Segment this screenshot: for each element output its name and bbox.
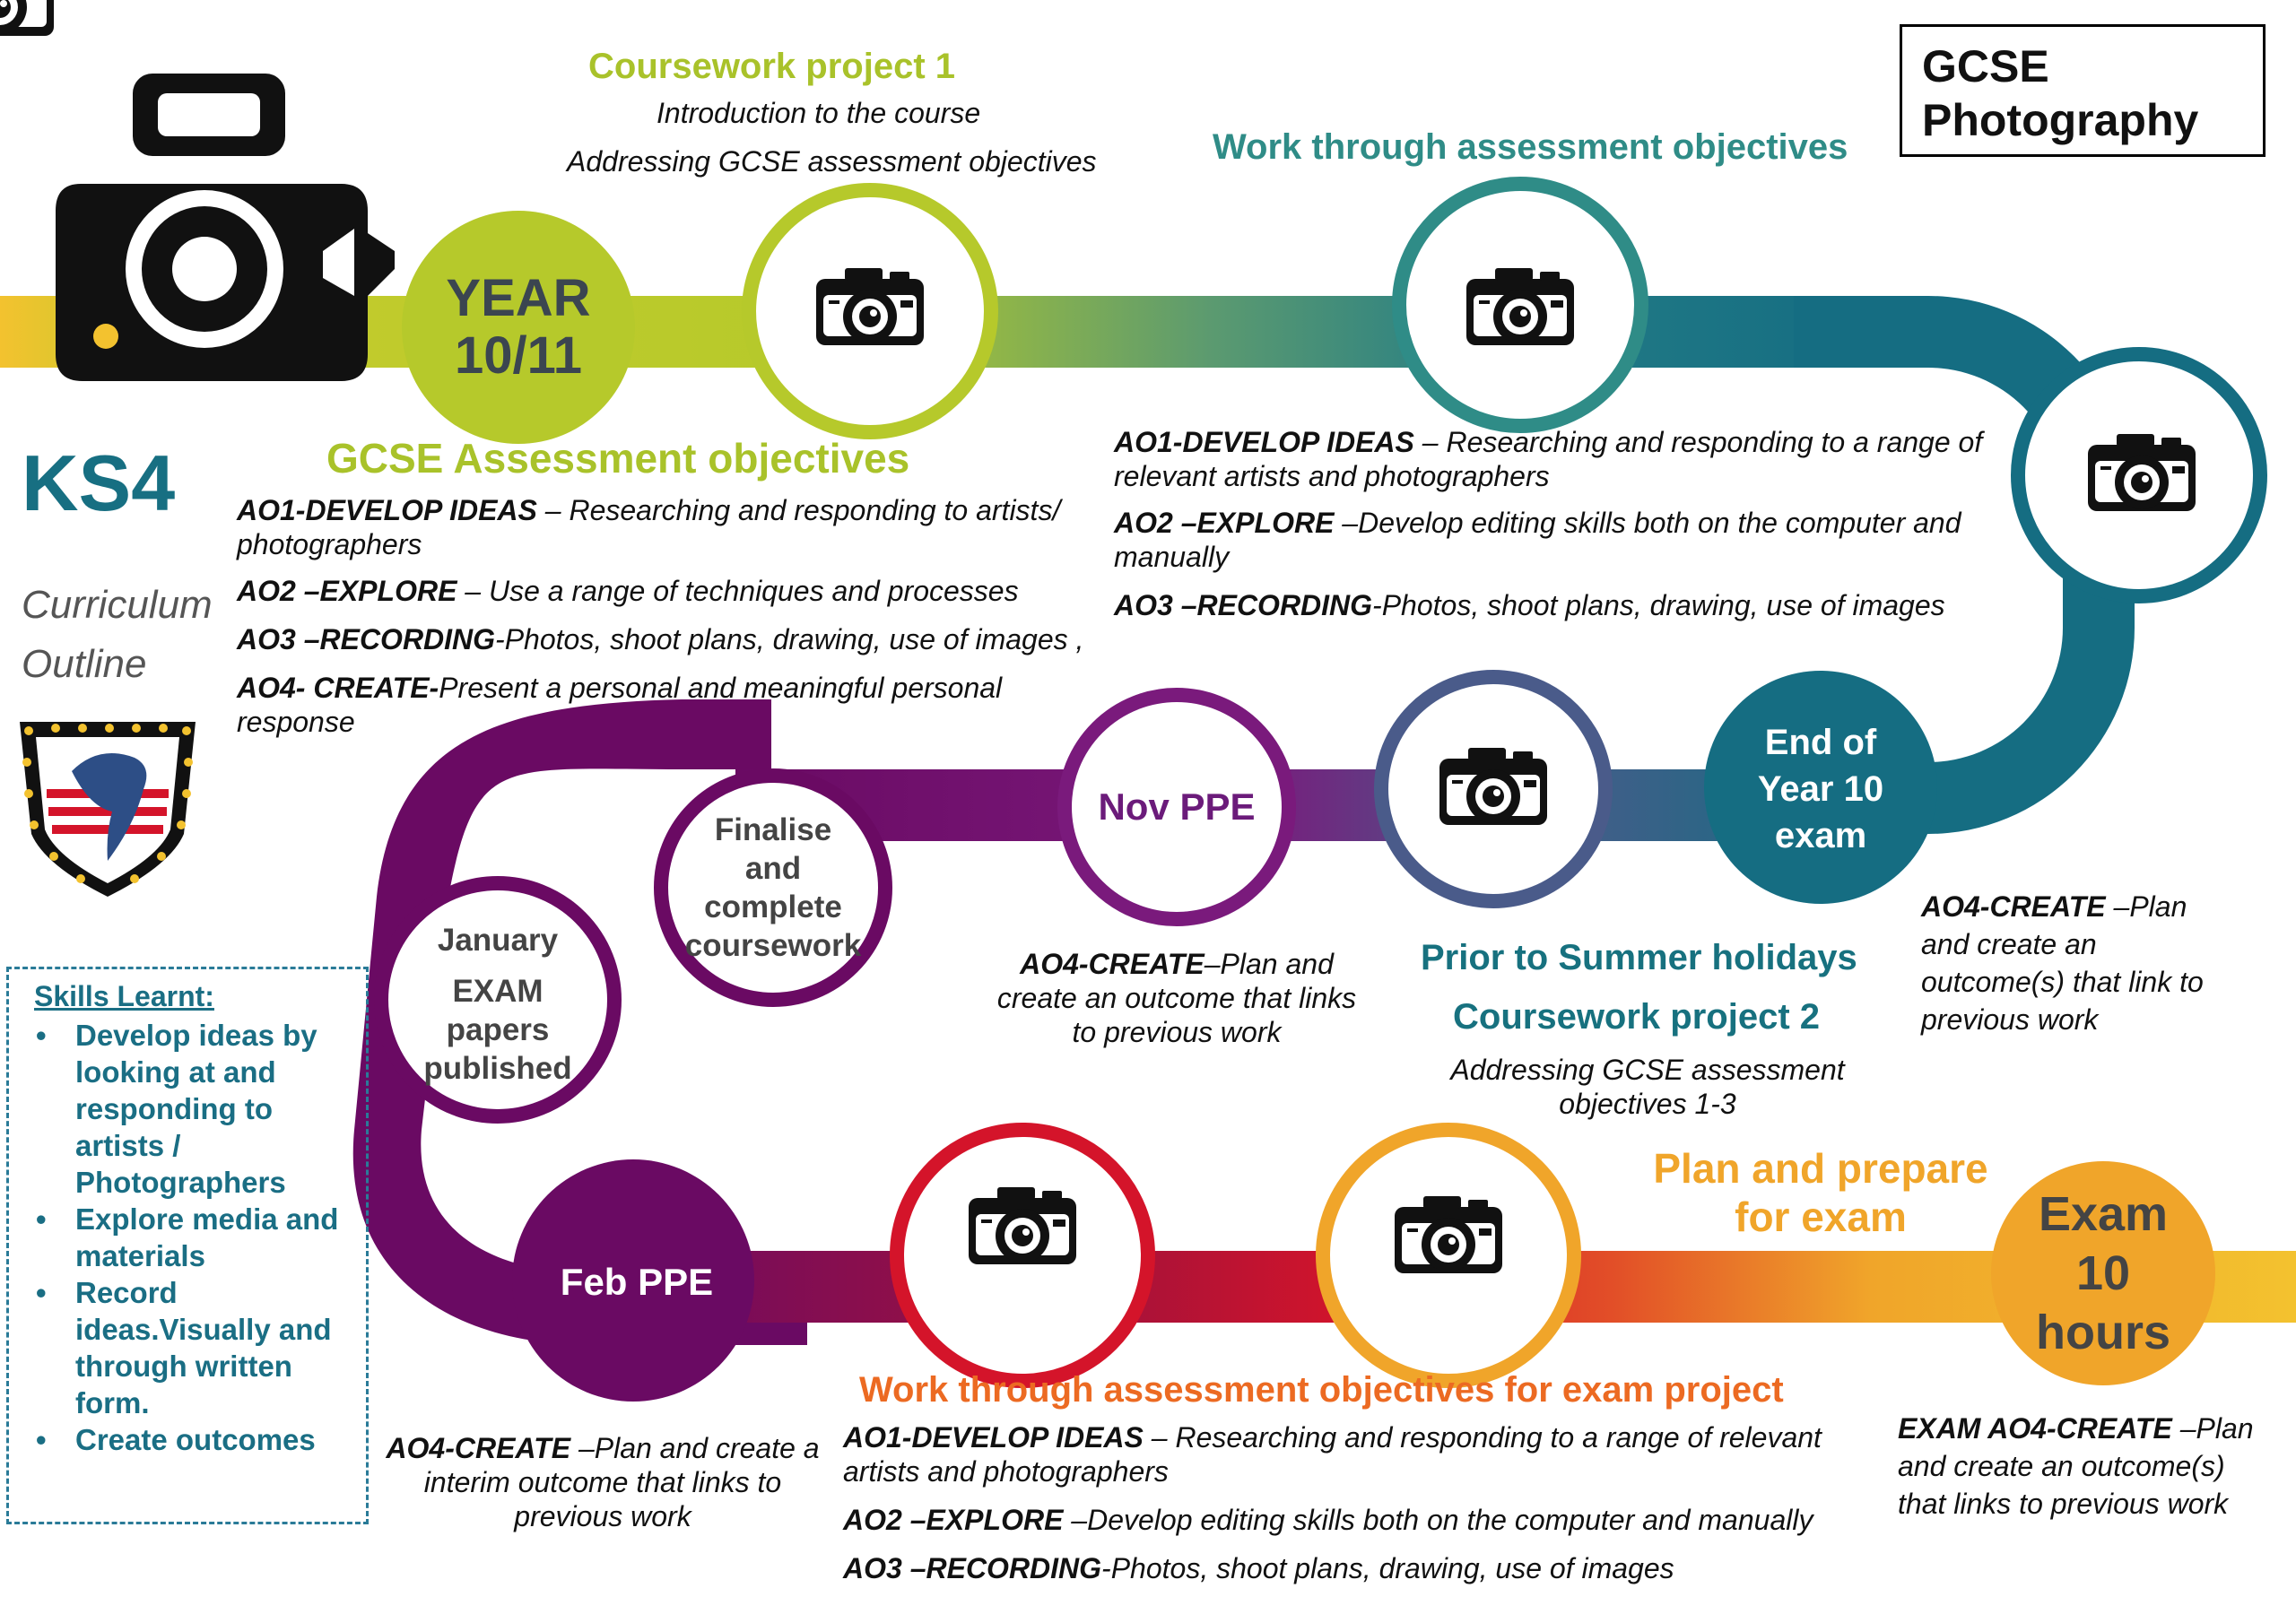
big-camera-icon [56,74,395,381]
gcse-ao-item-4: AO4- CREATE-Present a personal and meani… [237,672,1003,738]
end-y10-label: End of Year 10 exam [1757,723,1884,855]
gcse-ao-item-2: AO2 –EXPLORE – Use a range of techniques… [237,575,1019,607]
ks4-title: KS4 [22,438,176,527]
camera-icon-red [969,1187,1076,1264]
list-item: Explore media and materials [23,1201,352,1274]
list-item: Create outcomes [23,1421,352,1458]
camera-icon-cw1 [816,268,924,345]
ao4-end-y10: AO4-CREATE –Plan and create an outcome(s… [1921,890,2204,1036]
right-ao-item-3: AO3 –RECORDING-Photos, shoot plans, draw… [1114,589,1945,621]
feb-ppe-circle [512,1159,754,1402]
january-ring [374,876,622,1124]
ao4-nov: AO4-CREATE–Plan and create an outcome th… [996,948,1357,1048]
exam-project-heading: Work through assessment objectives for e… [859,1370,1784,1410]
finalise-label: Finalise and complete coursework [684,812,862,963]
prior-heading2: Coursework project 2 [1453,997,1821,1037]
gcse-ao-item-1: AO1-DEVELOP IDEAS – Researching and resp… [237,494,1061,560]
year-label: YEAR 10/11 [402,256,635,399]
skills-heading: Skills Learnt: [34,980,214,1012]
ks4-sub1: Curriculum [22,583,213,627]
right-ao-item-1: AO1-DEVELOP IDEAS – Researching and resp… [1114,426,1983,492]
feb-ppe-label: Feb PPE [560,1261,714,1303]
list-item: Develop ideas by looking at and respondi… [23,1017,352,1201]
exam-project-item-3: AO3 –RECORDING-Photos, shoot plans, draw… [843,1552,1674,1584]
year-line2: 10/11 [455,326,582,385]
gcse-ao-item-3: AO3 –RECORDING-Photos, shoot plans, draw… [237,623,1084,655]
plan-prepare-label: Plan and prepare for exam [1653,1145,1988,1240]
camera-icon-work-through [1466,268,1574,345]
cw1-line1: Introduction to the course [657,97,981,129]
title-box: GCSE Photography [1900,24,2266,157]
nov-ppe-ring [1057,688,1296,926]
exam-circle [1991,1161,2215,1385]
title-line1: GCSE [1922,41,2049,91]
skills-list: Develop ideas by looking at and respondi… [23,1017,352,1458]
title-line2: Photography [1922,95,2199,145]
cw1-heading: Coursework project 1 [588,47,956,86]
road-middle [735,769,1866,841]
prior-heading1: Prior to Summer holidays [1421,938,1857,977]
camera-icon-prior [1439,748,1547,825]
work-through-heading: Work through assessment objectives [1213,127,1848,167]
cw1-line2: Addressing GCSE assessment objectives [567,145,1097,178]
ao4-feb: AO4-CREATE –Plan and create a interim ou… [386,1432,820,1532]
gcse-ao-heading: GCSE Assessment objectives [326,435,910,482]
exam-ao4: EXAM AO4-CREATE –Plan and create an outc… [1898,1412,2254,1520]
exam-label: Exam 10 hours [2035,1187,2170,1359]
exam-project-item-1: AO1-DEVELOP IDEAS – Researching and resp… [843,1421,1822,1488]
prior-text: Addressing GCSE assessment objectives 1-… [1450,1054,1845,1120]
ks4-sub2: Outline [22,642,147,686]
end-y10-circle [1704,671,1937,904]
skills-box: Skills Learnt: Develop ideas by looking … [6,967,369,1524]
finalise-ring [654,768,892,1007]
january-label: January EXAM papers published [423,923,572,1086]
camera-icon [0,0,54,36]
school-crest-icon [20,722,196,897]
camera-icon-orange [1395,1196,1502,1273]
year-circle [402,211,635,444]
list-item: Record ideas.Visually and through writte… [23,1274,352,1421]
year-line1: YEAR [446,269,591,327]
camera-icon-right [2088,434,2196,511]
exam-project-item-2: AO2 –EXPLORE –Develop editing skills bot… [843,1504,1813,1536]
nov-ppe-label: Nov PPE [1098,785,1256,828]
right-ao-item-2: AO2 –EXPLORE –Develop editing skills bot… [1114,507,1961,573]
